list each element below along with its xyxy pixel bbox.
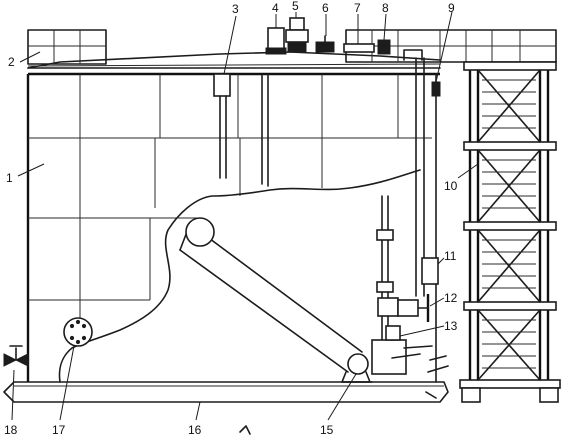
valve-assembly <box>371 195 433 375</box>
label-12: 12 <box>444 291 458 305</box>
label-6: 6 <box>322 1 329 15</box>
label-2: 2 <box>8 55 15 69</box>
label-13: 13 <box>444 319 458 333</box>
label-18: 18 <box>4 423 18 437</box>
label-11: 11 <box>444 249 457 263</box>
label-4: 4 <box>272 1 279 15</box>
label-5: 5 <box>292 0 299 13</box>
lattice-tower <box>459 61 561 403</box>
leader-lines <box>11 11 479 421</box>
label-10: 10 <box>444 179 458 193</box>
label-16: 16 <box>188 423 202 437</box>
number-labels: 1 2 3 4 5 6 7 8 9 10 11 12 13 15 16 17 1… <box>4 0 458 437</box>
swing-pipe <box>179 217 373 383</box>
label-17: 17 <box>52 423 66 437</box>
label-9: 9 <box>448 1 455 15</box>
internal-pipe <box>213 73 269 187</box>
tank-roof <box>27 29 557 69</box>
label-3: 3 <box>232 2 239 16</box>
drain-valve <box>3 345 29 367</box>
label-1: 1 <box>6 171 13 185</box>
manhole <box>63 317 93 347</box>
label-7: 7 <box>354 1 361 15</box>
vertical-pipeline <box>403 49 441 297</box>
label-15: 15 <box>320 423 334 437</box>
label-8: 8 <box>382 1 389 15</box>
roof-fittings <box>265 17 391 55</box>
center-mark <box>239 425 251 435</box>
